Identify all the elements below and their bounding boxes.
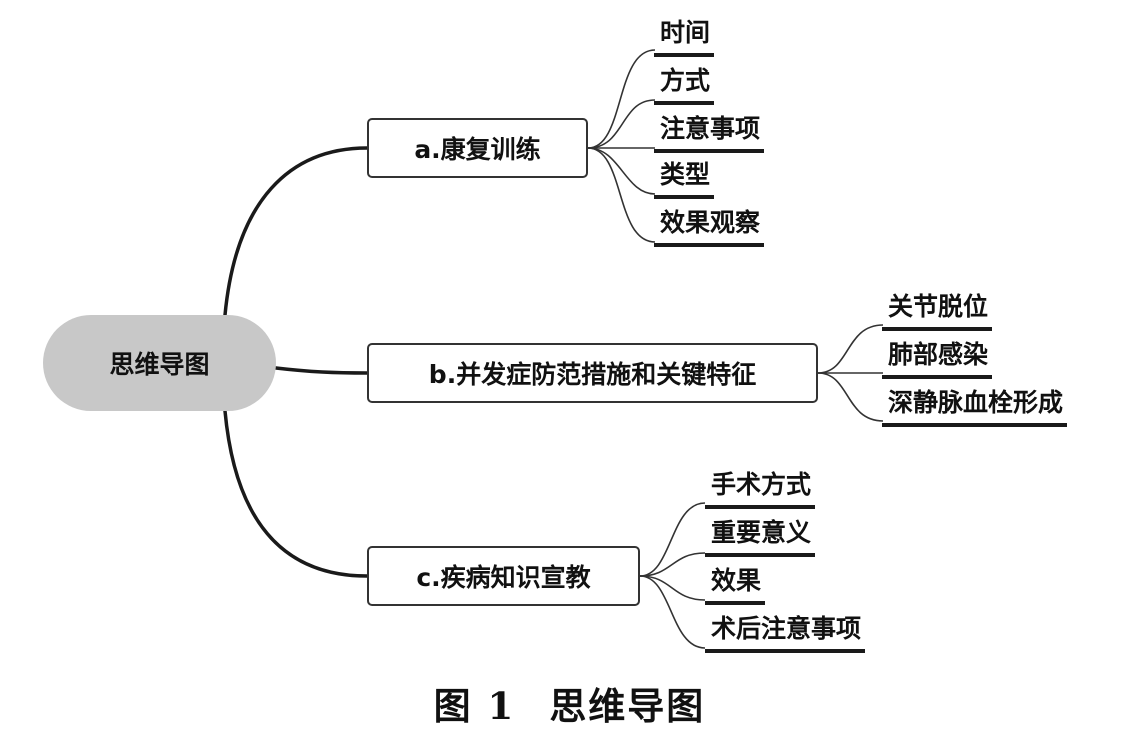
leaf-node: 关节脱位: [882, 292, 993, 331]
leaf-underline: [882, 327, 993, 331]
figure-caption: 图 1 思维导图: [0, 676, 1139, 730]
connector-a-4: [587, 147, 656, 195]
leaf-underline: [654, 101, 715, 105]
leaf-label: 方式: [660, 66, 711, 95]
leaf-underline: [654, 149, 765, 153]
leaf-node: 时间: [654, 18, 715, 57]
connector-c-3: [639, 575, 706, 601]
leaf-label: 关节脱位: [888, 292, 989, 321]
connector-b-3: [817, 372, 884, 422]
connector-root-to-c: [223, 409, 369, 578]
leaf-node: 重要意义: [705, 518, 816, 557]
leaf-label: 类型: [660, 160, 711, 189]
leaf-node: 深静脉血栓形成: [882, 388, 1068, 427]
leaf-node: 类型: [654, 160, 715, 199]
leaf-node: 效果: [705, 566, 766, 605]
leaf-node: 肺部感染: [882, 340, 993, 379]
connector-a-5: [587, 147, 656, 243]
leaf-underline: [705, 601, 766, 605]
leaf-underline: [654, 243, 765, 247]
branch-node-b: b.并发症防范措施和关键特征: [367, 343, 818, 403]
leaf-label: 效果观察: [660, 208, 761, 237]
leaf-underline: [882, 375, 993, 379]
root-node: 思维导图: [43, 315, 276, 411]
figure-title: 思维导图: [549, 684, 706, 728]
leaf-underline: [882, 423, 1068, 427]
connector-a-1: [587, 49, 656, 149]
leaf-label: 时间: [660, 18, 711, 47]
branch-node-c: c.疾病知识宣教: [367, 546, 640, 606]
leaf-label: 深静脉血栓形成: [888, 388, 1064, 417]
leaf-label: 效果: [711, 566, 762, 595]
leaf-underline: [705, 553, 816, 557]
figure-number: 图 1: [433, 684, 516, 728]
leaf-label: 手术方式: [711, 470, 812, 499]
connector-c-2: [639, 552, 706, 577]
leaf-underline: [654, 195, 715, 199]
connector-b-1: [817, 324, 884, 374]
connector-a-2: [587, 99, 656, 149]
connector-c-4: [639, 575, 706, 649]
leaf-underline: [705, 505, 816, 509]
leaf-label: 注意事项: [660, 114, 761, 143]
leaf-label: 重要意义: [711, 518, 812, 547]
leaf-node: 方式: [654, 66, 715, 105]
branch-node-a: a.康复训练: [367, 118, 588, 178]
leaf-node: 术后注意事项: [705, 614, 866, 653]
connector-root-to-a: [223, 146, 369, 317]
leaf-label: 肺部感染: [888, 340, 989, 369]
connector-c-1: [639, 502, 706, 577]
leaf-node: 注意事项: [654, 114, 765, 153]
leaf-label: 术后注意事项: [711, 614, 862, 643]
leaf-node: 手术方式: [705, 470, 816, 509]
leaf-underline: [705, 649, 866, 653]
leaf-underline: [654, 53, 715, 57]
connector-root-to-b: [274, 366, 369, 375]
leaf-node: 效果观察: [654, 208, 765, 247]
